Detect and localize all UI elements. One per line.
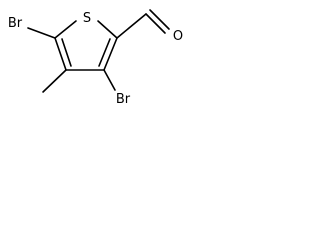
bond-c3-br [103, 69, 116, 91]
sulfur-label: S [83, 11, 91, 26]
bond-carbonyl-double [149, 9, 170, 30]
bond-c5-c4-inner [61, 38, 72, 67]
bond-s-c5 [54, 20, 77, 39]
bond-c2-cho [116, 13, 147, 39]
oxygen-label: O [173, 29, 183, 44]
bond-c3-c2-inner [98, 38, 111, 67]
molecule-structure: S Br Br O [8, 9, 183, 107]
bond-c4-methyl [42, 69, 67, 93]
bond-carbonyl [145, 13, 166, 34]
bond-s-c2 [97, 20, 118, 39]
bromine-left-label: Br [8, 16, 23, 31]
bond-c3-c2 [103, 37, 118, 71]
bond-c5-c4 [54, 37, 67, 71]
bond-c5-br [27, 27, 56, 39]
bromine-bottom-label: Br [116, 92, 131, 107]
